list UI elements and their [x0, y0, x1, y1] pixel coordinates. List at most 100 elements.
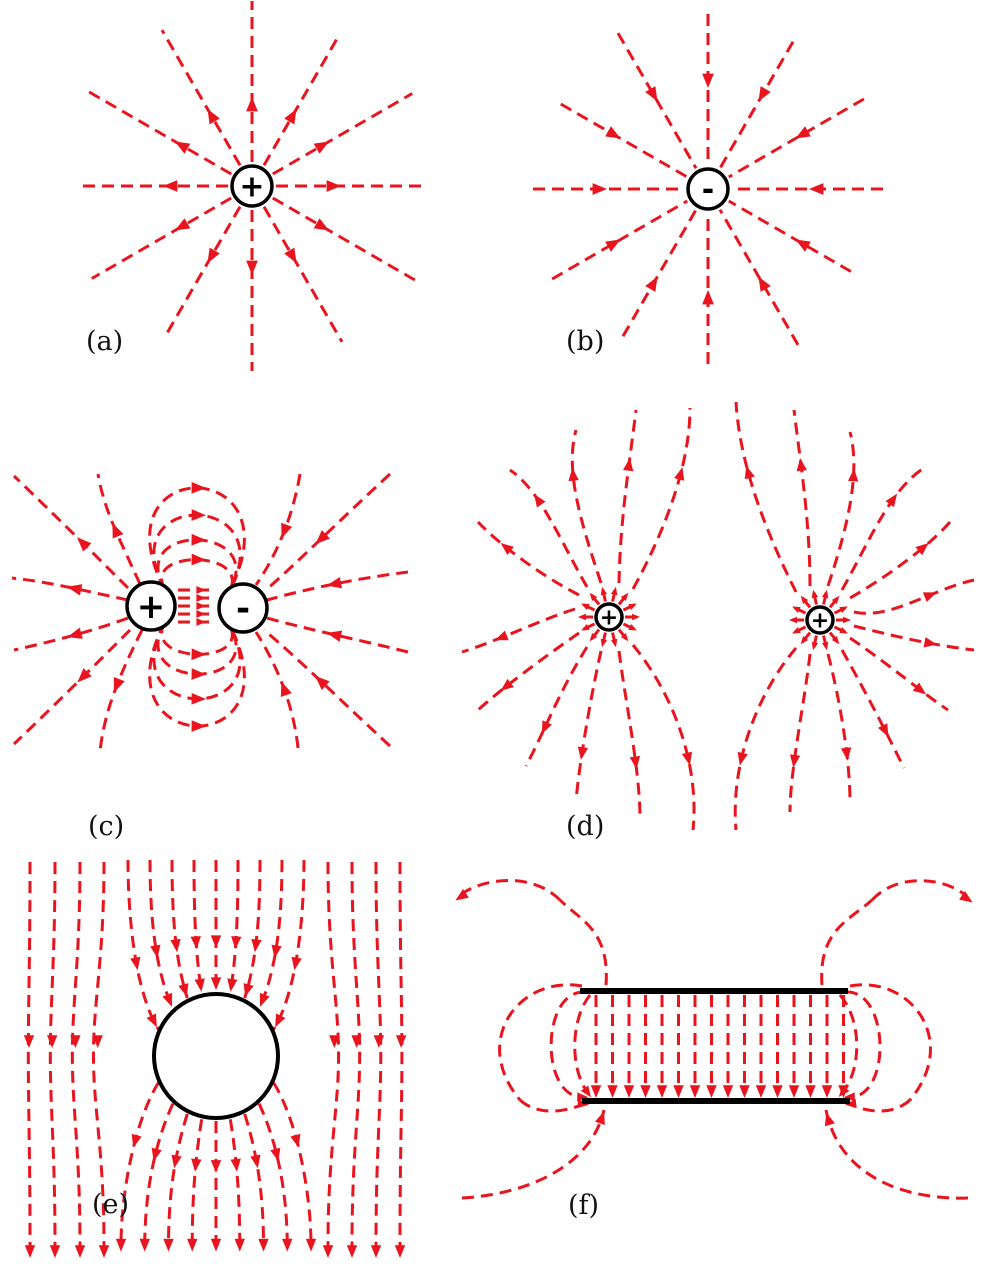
arrowhead [645, 86, 658, 102]
field-line [840, 466, 925, 591]
arrowhead [607, 1085, 618, 1098]
arrowhead [578, 613, 586, 621]
field-lines-e [23, 859, 407, 1258]
field-line [91, 861, 106, 1247]
arrowhead [629, 755, 641, 770]
field-line [148, 486, 246, 593]
arrowhead [534, 493, 546, 508]
arrowhead [315, 530, 330, 545]
arrowhead [605, 239, 621, 252]
arrowhead [191, 1158, 202, 1172]
arrowhead [500, 678, 514, 691]
field-line [350, 861, 362, 1247]
arrowhead [230, 1158, 241, 1172]
arrowhead [280, 681, 292, 698]
arrowhead [313, 218, 330, 231]
field-line [476, 631, 580, 712]
field-line [254, 631, 300, 749]
field-line [826, 431, 856, 587]
arrowhead [632, 613, 640, 621]
field-line [91, 196, 232, 280]
field-line [870, 879, 968, 902]
field-line [160, 621, 234, 656]
arrowhead [370, 1245, 382, 1258]
field-line [824, 1109, 969, 1200]
field-line [849, 1098, 912, 1113]
arrowhead [500, 542, 514, 556]
arrowhead [811, 641, 819, 651]
arrowhead [326, 180, 341, 192]
arrowhead [739, 1085, 750, 1098]
arrowhead [112, 523, 124, 539]
arrowhead [706, 1085, 717, 1098]
field-line [160, 558, 234, 593]
arrowhead [171, 1154, 182, 1169]
arrowhead [845, 1099, 857, 1109]
arrowhead [394, 1245, 406, 1258]
field-line [558, 898, 608, 986]
arrowhead [373, 1035, 385, 1048]
panel-c: + - (c) [11, 472, 409, 842]
arrowhead [915, 543, 929, 556]
arrowhead [581, 624, 590, 631]
arrowhead [843, 1092, 855, 1102]
arrowhead [92, 1035, 103, 1048]
arrowhead [922, 592, 937, 602]
arrowhead [231, 936, 242, 950]
arrowhead [163, 1238, 174, 1252]
arrowhead [805, 1085, 816, 1098]
arrowhead [640, 1085, 651, 1098]
arrowhead [821, 589, 829, 599]
field-line [498, 983, 583, 1101]
arrowhead [67, 584, 83, 596]
arrowhead [821, 641, 829, 651]
field-line [509, 468, 589, 588]
arrowhead [187, 1238, 198, 1252]
arrowhead [313, 141, 330, 154]
arrowhead [702, 73, 714, 88]
arrowhead [737, 751, 748, 766]
arrowhead [284, 247, 297, 264]
charge-circle [594, 602, 624, 632]
field-line [728, 199, 852, 273]
field-line [621, 209, 698, 337]
arrowhead [346, 1245, 358, 1258]
arrowhead [620, 592, 629, 602]
arrowhead [809, 183, 824, 195]
field-line [48, 861, 57, 1247]
field-line [96, 473, 142, 585]
field-line [272, 92, 413, 176]
field-line [374, 861, 383, 1247]
field-line [126, 859, 160, 1031]
field-line [560, 102, 688, 179]
field-line [631, 644, 696, 831]
arrowhead [689, 1085, 701, 1098]
arrowhead [243, 983, 254, 997]
field-line [265, 472, 392, 592]
charge-circle [230, 164, 274, 208]
arrowhead [150, 944, 161, 959]
field-line [838, 994, 859, 1094]
arrowhead [305, 1238, 317, 1252]
arrowhead [843, 616, 851, 624]
field-line [262, 38, 339, 166]
charge-symbol: - [236, 589, 250, 629]
field-line [163, 206, 242, 339]
arrowhead [326, 630, 343, 642]
arrowhead [824, 1112, 835, 1127]
arrowhead [227, 978, 238, 992]
arrowhead [194, 978, 205, 992]
field-line [853, 578, 975, 615]
field-line [228, 1119, 242, 1248]
arrowhead [541, 720, 552, 735]
arrowhead [46, 1035, 58, 1048]
field-line [254, 473, 302, 586]
panel-a: + (a) [77, 1, 427, 371]
field-lines-d [461, 401, 975, 831]
charge-circle [217, 582, 269, 634]
arrowhead [755, 1085, 767, 1098]
arrowhead [191, 553, 206, 566]
arrowhead [831, 635, 840, 645]
arrowhead [959, 890, 973, 903]
panel-label-f: (f) [568, 1190, 599, 1221]
